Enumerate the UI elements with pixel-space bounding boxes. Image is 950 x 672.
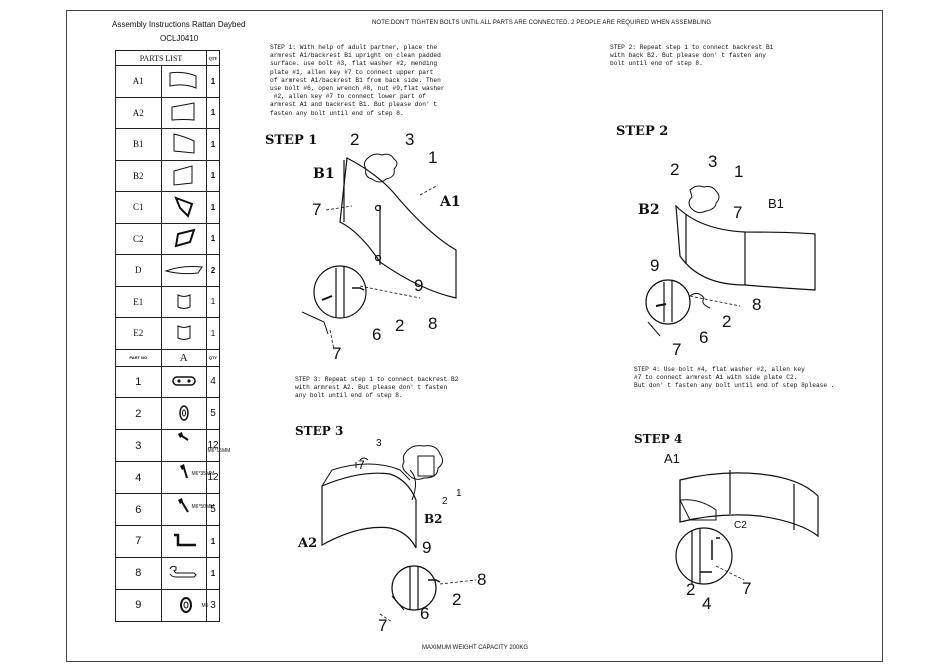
model-number: OCLJ0410 [160,34,199,43]
hardware-spec: M6*15MM [207,448,231,455]
step1-callout: 6 [372,325,382,344]
part-qty: 1 [206,191,220,224]
step4-diagram [675,470,819,585]
step3-callout: A2 [298,536,318,551]
hardware-spec: M6*50MM [191,504,215,511]
step2-instructions: STEP 2: Repeat step 1 to connect backres… [610,44,774,68]
nut-icon: M6 [160,588,209,622]
hardware-no: 6 [115,493,162,526]
step3-callout: 7 [358,458,365,472]
step1-callout: 2 [350,130,360,149]
step4-callout: C2 [734,520,747,531]
assembly-note: NOTE:DON'T TIGHTEN BOLTS UNTIL ALL PARTS… [372,20,712,26]
step2-callout: 3 [708,152,718,171]
step4-title: STEP 4 [634,432,683,446]
step1-callout: 9 [414,276,424,295]
step4-callout: 2 [686,580,696,599]
step3-instructions: STEP 3: Repeat step 1 to connect backres… [295,376,459,400]
part-id: A2 [115,96,162,129]
step3-callout: 3 [376,438,382,449]
side-plate-icon [160,222,207,255]
step1-diagram [301,153,457,351]
step2-callout: B1 [768,196,784,211]
step2-callout: 2 [670,160,680,179]
bolt-icon: M6*15MM [160,429,230,463]
hardware-no: 1 [115,365,162,399]
step1-callout: 2 [395,316,405,335]
parts-list-table: PARTS LIST QTY A1 1 A2 1 B1 1 B2 1 C1 1 … [115,50,230,622]
step2-callout: 1 [734,162,744,181]
step2-title: STEP 2 [616,124,669,139]
allen-key-icon [160,524,207,558]
part-id: B2 [115,159,162,192]
weight-capacity-footer: MAXIMUM WEIGHT CAPACITY 200KG [421,645,529,651]
qty-header: QTY [206,348,220,367]
step4-instructions: STEP 4: Use bolt #4, flat washer #2, all… [634,366,835,390]
part-id: B1 [115,128,162,161]
step4-callout: A1 [664,451,680,466]
open-wrench-icon [160,556,207,590]
step3-callout: 2 [452,590,462,609]
hardware-qty: 3 [206,588,220,622]
hardware-qty: 1 [206,556,220,590]
step2-diagram [645,185,816,337]
mending-plate-icon [160,365,207,399]
armrest-panel-icon [160,96,207,129]
hardware-spec: M6 [201,602,209,609]
step3-callout: 7 [378,616,388,635]
qty-header: QTY [206,50,220,66]
step1-callout: 1 [428,148,438,167]
page-border [66,10,883,662]
step1-callout: B1 [313,166,335,182]
hardware-no: 8 [115,556,162,590]
step1-title: STEP 1 [265,133,318,148]
step1-callout: A1 [440,194,461,210]
step4-callout: 4 [702,594,712,613]
hardware-qty: 5 [206,397,220,431]
hardware-spec: M6*35MM [191,471,215,478]
hardware-no: 7 [115,524,162,558]
step2-callout: 2 [722,312,732,331]
step2-callout: B2 [638,202,660,218]
step2-callout: 9 [650,256,660,275]
backrest-panel-icon [160,159,207,192]
step2-callout: 7 [672,340,682,359]
step3-callout: 8 [477,570,487,589]
step2-callout: 7 [733,203,743,222]
step1-instructions: STEP 1: With help of adult partner, plac… [270,44,445,117]
step1-callout: 8 [428,314,438,333]
step3-title: STEP 3 [295,424,344,438]
bolt-icon: M6*50MM [160,493,214,526]
step4-callout: 7 [742,579,752,598]
step1-callout: 3 [405,130,415,149]
part-id: D [115,254,162,287]
document-title: Assembly Instructions Rattan Daybed [112,20,246,29]
step2-callout: 8 [752,295,762,314]
part-id: E2 [115,317,162,350]
step3-callout: 1 [456,488,462,499]
step1-callout: 7 [332,344,342,363]
step3-callout: 9 [422,538,432,557]
step3-callout: B2 [424,512,443,526]
step3-diagram [321,445,477,623]
step3-callout: 2 [442,496,448,507]
step3-callout: 6 [420,604,430,623]
hardware-no: 2 [115,397,162,431]
step2-callout: 6 [699,328,709,347]
step1-callout: 7 [312,200,322,219]
